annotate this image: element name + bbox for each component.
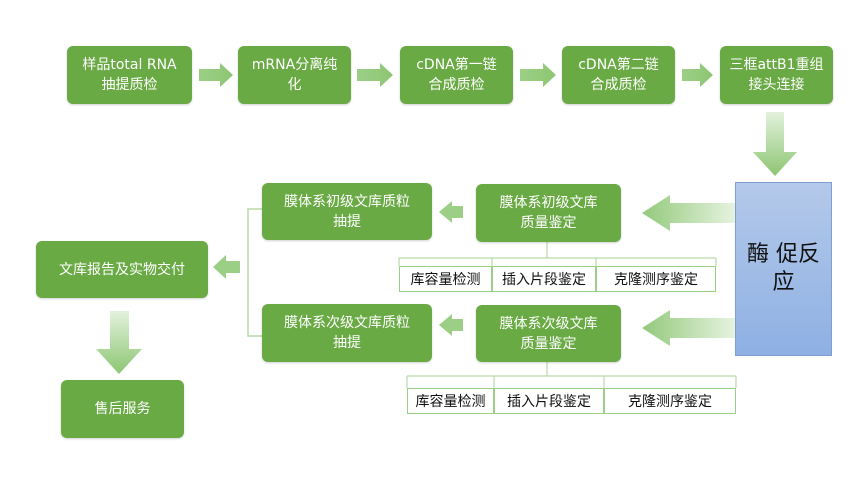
arrow-left-secondary bbox=[642, 310, 735, 346]
step-cdna-first-strand-line1: cDNA第一链 bbox=[416, 57, 497, 73]
step-rna-extraction: 样品total RNA 抽提质检 bbox=[67, 46, 192, 104]
secondary-plasmid-extraction-line2: 抽提 bbox=[333, 335, 361, 351]
secondary-plasmid-extraction-line1: 膜体系次级文库质粒 bbox=[284, 315, 410, 331]
secondary-plasmid-extraction: 膜体系次级文库质粒抽提 bbox=[262, 304, 432, 362]
arrow-down-service bbox=[96, 311, 142, 374]
step-cdna-first-strand-line2: 合成质检 bbox=[428, 77, 485, 93]
step-cdna-second-strand-line2: 合成质检 bbox=[590, 77, 647, 93]
enzyme-char-2: 促 bbox=[775, 242, 798, 267]
primary-test-sequencing: 克隆测序鉴定 bbox=[596, 266, 716, 292]
enzyme-char-3: 反 bbox=[798, 242, 821, 267]
library-report-delivery: 文库报告及实物交付 bbox=[36, 241, 208, 298]
secondary-test-insert: 插入片段鉴定 bbox=[494, 388, 604, 414]
arrow-right-1 bbox=[199, 63, 233, 87]
primary-library-qc-line1: 膜体系初级文库 bbox=[499, 195, 598, 211]
primary-test-capacity: 库容量检测 bbox=[399, 266, 492, 292]
arrow-left-delivery bbox=[213, 255, 240, 279]
primary-test-insert: 插入片段鉴定 bbox=[492, 266, 596, 292]
secondary-test-sequencing: 克隆测序鉴定 bbox=[604, 388, 736, 414]
arrow-left-small-1 bbox=[439, 201, 463, 223]
step-rna-extraction-line2: 抽提质检 bbox=[101, 77, 158, 93]
step-adapter-ligation: 三框attB1重组接头连接 bbox=[720, 46, 833, 104]
step-cdna-second-strand: cDNA第二链合成质检 bbox=[562, 46, 675, 104]
step-mrna-purification-line1: mRNA分离纯 bbox=[251, 57, 338, 73]
step-cdna-first-strand: cDNA第一链合成质检 bbox=[400, 46, 513, 104]
secondary-library-qc: 膜体系次级文库质量鉴定 bbox=[476, 305, 621, 362]
secondary-test-capacity: 库容量检测 bbox=[407, 388, 494, 414]
arrow-left-small-2 bbox=[439, 314, 463, 336]
arrow-right-4 bbox=[682, 63, 713, 87]
arrow-right-2 bbox=[357, 63, 393, 87]
primary-plasmid-extraction-line2: 抽提 bbox=[333, 213, 361, 230]
step-adapter-ligation-line2: 接头连接 bbox=[748, 77, 805, 93]
arrow-down-enzyme bbox=[753, 112, 797, 176]
arrow-left-primary bbox=[642, 195, 735, 231]
step-cdna-second-strand-line1: cDNA第二链 bbox=[578, 57, 659, 73]
primary-plasmid-extraction-line1: 膜体系初级文库质粒 bbox=[284, 193, 410, 210]
primary-library-qc-line2: 质量鉴定 bbox=[520, 215, 577, 231]
step-mrna-purification: mRNA分离纯化 bbox=[238, 46, 351, 104]
primary-plasmid-extraction: 膜体系初级文库质粒抽提 bbox=[262, 183, 432, 240]
step-adapter-ligation-line1: 三框attB1重组 bbox=[729, 57, 824, 73]
bracket-connector bbox=[247, 208, 262, 337]
tests-connector-primary bbox=[398, 242, 717, 266]
after-sales-service: 售后服务 bbox=[61, 380, 184, 438]
secondary-library-qc-line1: 膜体系次级文库 bbox=[499, 315, 598, 332]
enzyme-char-4: 应 bbox=[772, 270, 795, 295]
step-mrna-purification-line2: 化 bbox=[287, 77, 302, 93]
step-rna-extraction-line1: 样品total RNA bbox=[82, 57, 177, 73]
enzyme-reaction-box: 酶 促反 应 bbox=[735, 182, 832, 356]
arrow-right-3 bbox=[520, 63, 556, 87]
primary-library-qc: 膜体系初级文库质量鉴定 bbox=[476, 184, 621, 242]
enzyme-char-1: 酶 bbox=[746, 242, 769, 267]
secondary-library-qc-line2: 质量鉴定 bbox=[520, 335, 577, 352]
tests-connector-secondary bbox=[406, 362, 737, 388]
